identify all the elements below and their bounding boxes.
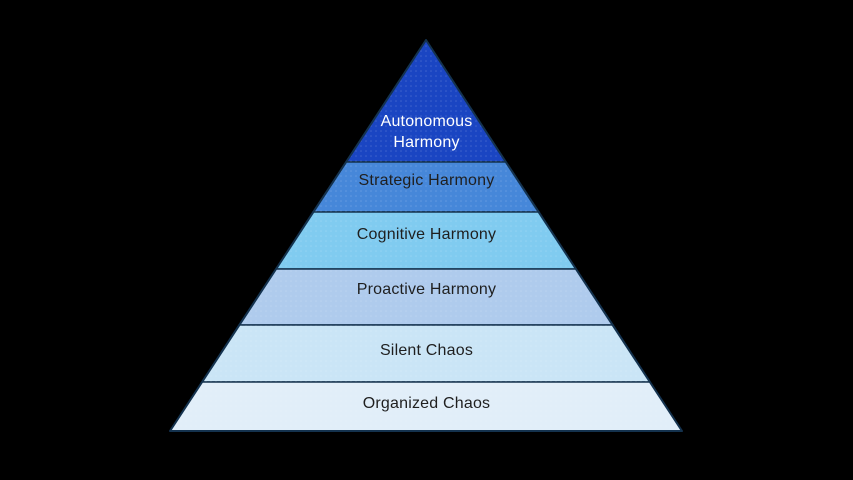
pyramid-level-2-label: Strategic Harmony	[358, 172, 495, 189]
pyramid-texture-overlay	[170, 40, 682, 431]
pyramid-level-6-label: Organized Chaos	[362, 395, 491, 412]
pyramid-level-4-label: Proactive Harmony	[356, 281, 497, 298]
pyramid-level-3-label: Cognitive Harmony	[356, 226, 497, 243]
pyramid-outline	[169, 39, 683, 432]
pyramid-level-1-label: Autonomous Harmony	[380, 113, 473, 151]
pyramid-level-5-label: Silent Chaos	[379, 342, 474, 359]
